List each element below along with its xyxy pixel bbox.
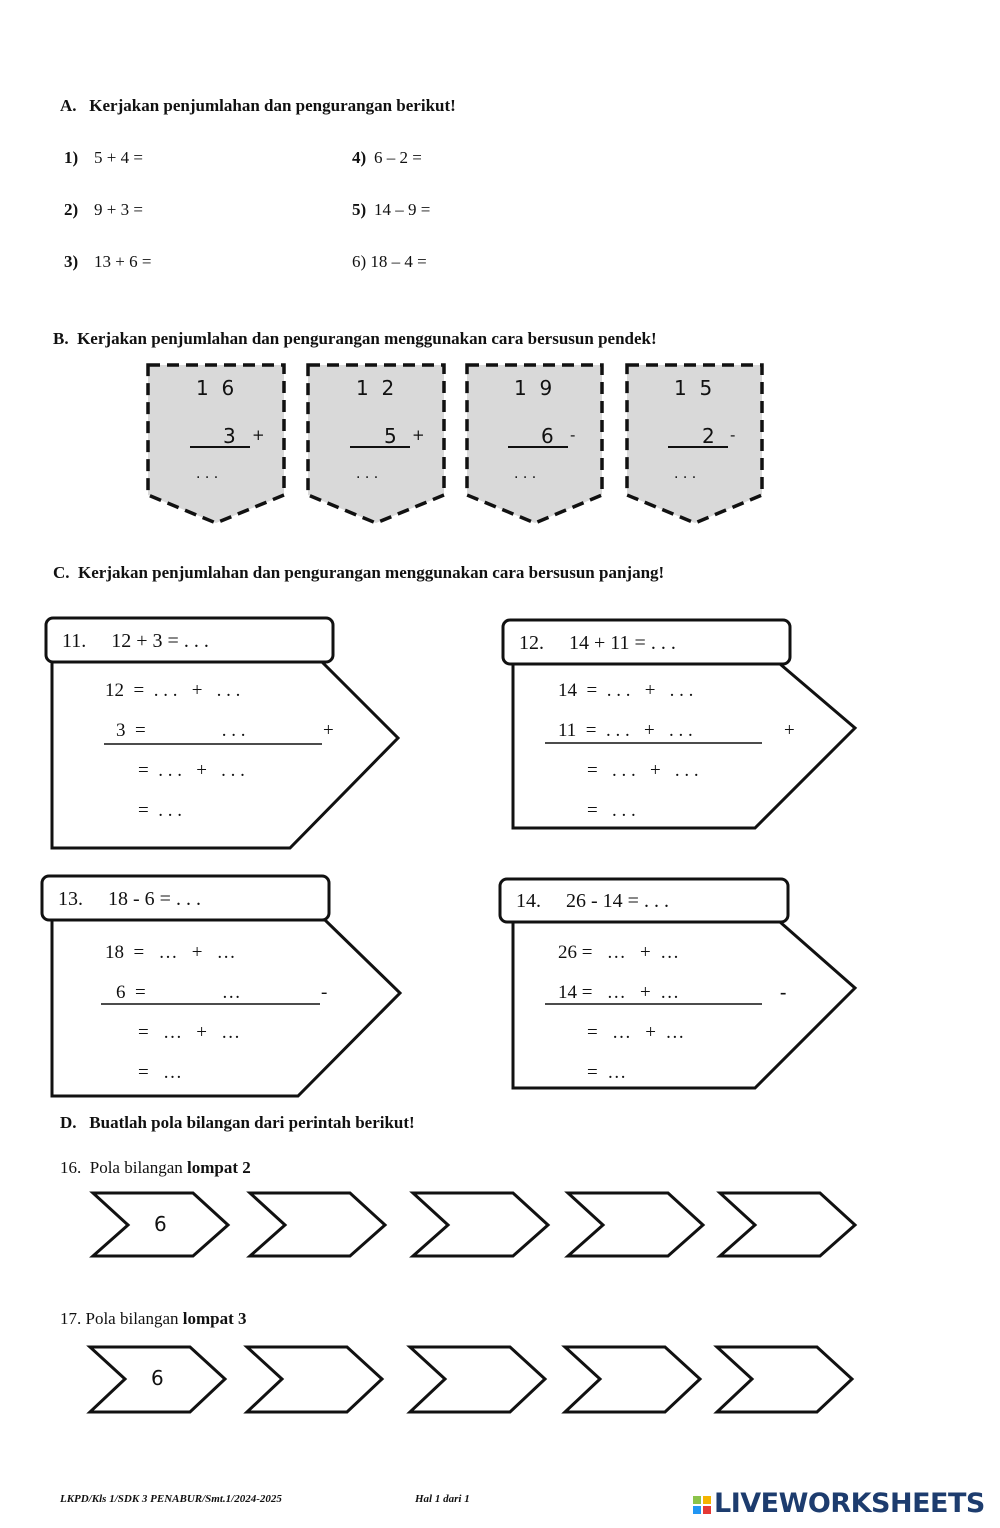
answer-blank[interactable]: . . . (674, 466, 697, 482)
label-bold: lompat 3 (182, 1309, 247, 1328)
answer-blank[interactable]: . . . (196, 466, 219, 482)
operator: + (323, 720, 334, 741)
header-box-12 (501, 618, 792, 666)
chevron-16-1 (89, 1191, 231, 1258)
chevron-17-2 (243, 1345, 385, 1414)
step-line[interactable]: = … + … (587, 1022, 685, 1043)
chevron-17-4 (561, 1345, 703, 1414)
top-number: 1 2 (356, 376, 395, 400)
chevron-16-4 (564, 1191, 706, 1258)
chevron-17-3 (406, 1345, 548, 1414)
bottom-number: 2 (702, 424, 715, 448)
item-expr: 14 – 9 = (374, 200, 431, 219)
operator: - (730, 426, 736, 444)
problem-header: 12. 14 + 11 = . . . (519, 632, 676, 654)
shield-shape-3 (465, 363, 604, 525)
bottom-number: 6 (541, 424, 554, 448)
top-number: 1 9 (514, 376, 553, 400)
bottom-number: 3 (223, 424, 236, 448)
chevron-16-2 (246, 1191, 388, 1258)
step-line[interactable]: 11 = . . . + . . . (558, 720, 693, 741)
step-line[interactable]: = . . . + . . . (138, 760, 245, 781)
question-16-label: 16. Pola bilangan lompat 2 (60, 1158, 251, 1178)
section-a-title: A. Kerjakan penjumlahan dan pengurangan … (60, 96, 456, 115)
top-number: 1 6 (196, 376, 235, 400)
shield-shape-1 (146, 363, 286, 525)
problem-header: 14. 26 - 14 = . . . (516, 890, 669, 912)
item-number: 4) (352, 148, 367, 167)
item-expr: 6 – 2 = (374, 148, 422, 167)
answer-blank[interactable]: . . . (356, 466, 379, 482)
section-b-title: B. Kerjakan penjumlahan dan pengurangan … (53, 329, 657, 348)
liveworksheets-logo: LIVEWORKSHEETS (692, 1488, 985, 1519)
header-box-14 (498, 877, 790, 924)
section-d-title: D. Buatlah pola bilangan dari perintah b… (60, 1113, 415, 1132)
operator: - (780, 982, 787, 1003)
label-bold: lompat 2 (187, 1158, 251, 1177)
step-line[interactable]: = … (587, 1062, 627, 1083)
label-text: 16. Pola bilangan (60, 1158, 188, 1177)
item-expr: 13 + 6 = (94, 252, 152, 271)
answer-blank[interactable]: . . . (514, 466, 537, 482)
bottom-number: 5 (384, 424, 397, 448)
item-number: 1) (64, 148, 79, 167)
pattern-box-value[interactable]: 6 (151, 1366, 164, 1390)
chevron-17-1 (86, 1345, 228, 1414)
step-line[interactable]: = … (138, 1062, 182, 1083)
step-line[interactable]: 14 = … + … (558, 982, 680, 1003)
footer-page: Hal 1 dari 1 (415, 1493, 470, 1505)
header-box-11 (44, 616, 335, 664)
step-line[interactable]: = . . . (138, 800, 182, 821)
top-number: 1 5 (674, 376, 713, 400)
operator: - (321, 982, 328, 1003)
question-17-label: 17. Pola bilangan lompat 3 (60, 1309, 247, 1329)
shield-shape-4 (625, 363, 764, 525)
step-line[interactable]: = … + … (138, 1022, 241, 1043)
shield-shape-2 (306, 363, 446, 525)
section-c-title: C. Kerjakan penjumlahan dan pengurangan … (53, 563, 665, 582)
item-number: 2) (64, 200, 79, 219)
chevron-16-3 (409, 1191, 551, 1258)
step-line[interactable]: 12 = . . . + . . . (105, 680, 241, 701)
footer-code: LKPD/Kls 1/SDK 3 PENABUR/Smt.1/2024-2025 (60, 1493, 282, 1505)
step-line[interactable]: 14 = . . . + . . . (558, 680, 694, 701)
step-line[interactable]: = . . . (587, 800, 636, 821)
operator: + (412, 426, 425, 444)
step-line[interactable]: = . . . + . . . (587, 760, 699, 781)
chevron-17-5 (713, 1345, 855, 1414)
pattern-box-value[interactable]: 6 (154, 1212, 167, 1236)
header-box-13 (40, 874, 331, 922)
item-number: 5) (352, 200, 367, 219)
operator: - (570, 426, 576, 444)
step-line[interactable]: 6 = … (116, 982, 241, 1003)
item-expr: 6) 18 – 4 = (352, 252, 427, 271)
item-expr: 9 + 3 = (94, 200, 143, 219)
chevron-16-5 (716, 1191, 858, 1258)
operator: + (252, 426, 265, 444)
problem-header: 11. 12 + 3 = . . . (62, 630, 209, 652)
operator: + (784, 720, 795, 741)
step-line[interactable]: 18 = … + … (105, 942, 236, 963)
step-line[interactable]: 26 = … + … (558, 942, 680, 963)
logo-text: LIVEWORKSHEETS (714, 1488, 985, 1519)
logo-icon (692, 1495, 714, 1515)
label-text: 17. Pola bilangan (60, 1309, 183, 1328)
item-number: 3) (64, 252, 79, 271)
step-line[interactable]: 3 = . . . (116, 720, 246, 741)
problem-header: 13. 18 - 6 = . . . (58, 888, 201, 910)
item-expr: 5 + 4 = (94, 148, 143, 167)
